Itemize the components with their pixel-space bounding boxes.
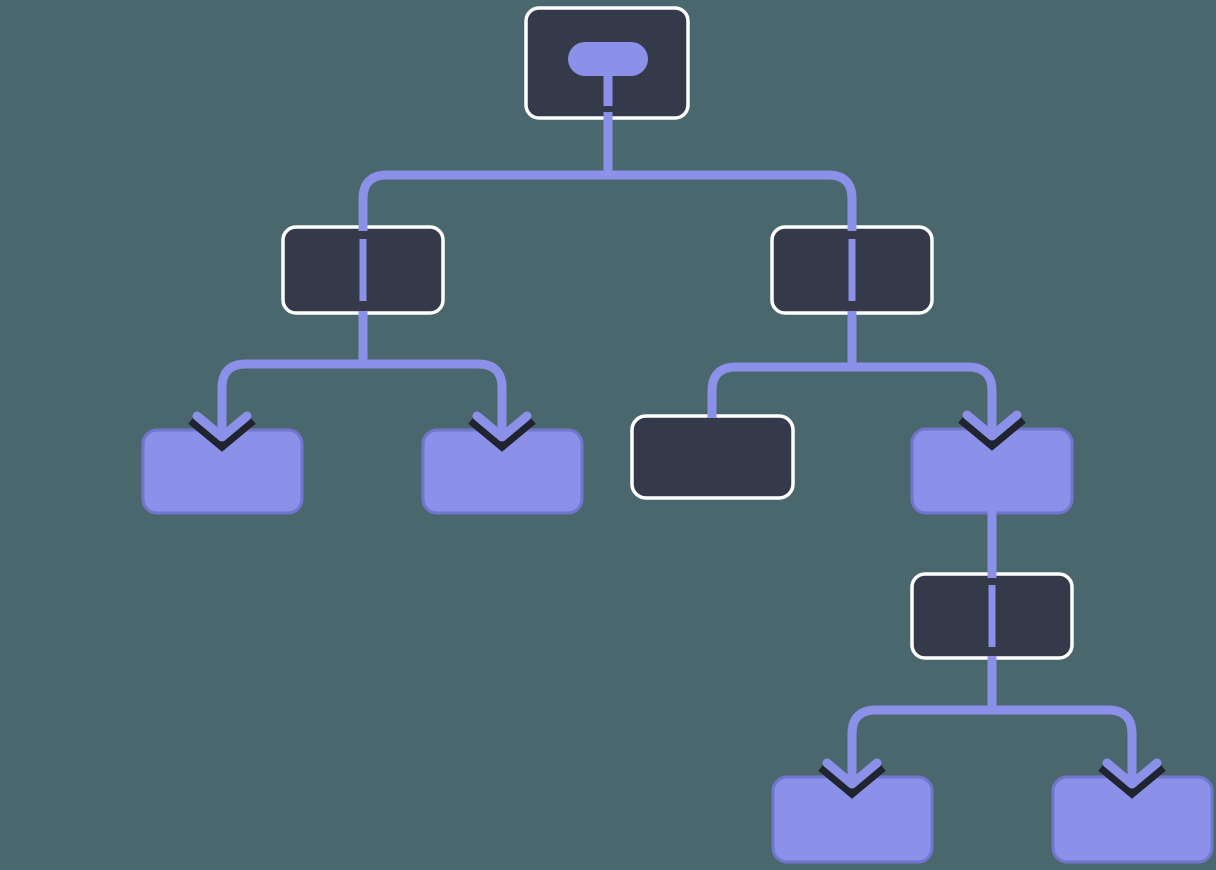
connector-left-branch-to-leaves xyxy=(217,311,507,435)
nodes-layer xyxy=(141,6,1214,864)
connector-right-branch-to-children xyxy=(707,311,997,434)
connectors-layer xyxy=(217,112,1137,782)
connector-e-to-bottom-leaves xyxy=(847,656,1137,782)
connector-root-to-branches xyxy=(358,112,857,231)
node-c-box xyxy=(630,414,795,500)
node-inner-marks-layer xyxy=(359,42,996,647)
root-pill-icon xyxy=(568,42,648,76)
